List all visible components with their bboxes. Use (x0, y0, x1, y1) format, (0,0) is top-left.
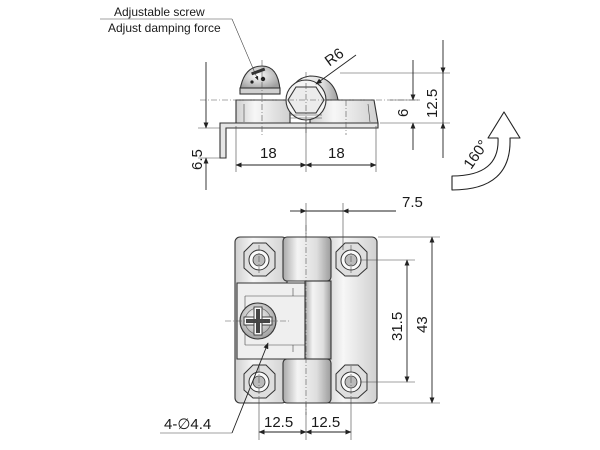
dim-width-left: 18 (260, 145, 277, 162)
dim-hole-pitch-vertical: 31.5 (389, 312, 406, 341)
dim-hole-offset-lines (290, 203, 396, 250)
hex-nut-icon (243, 364, 276, 399)
base-plate (219, 122, 379, 159)
radius-leader (315, 54, 357, 85)
side-view (200, 60, 420, 159)
label-adjustable-screw: Adjustable screw (114, 5, 205, 19)
dim-height-upper: 6 (395, 109, 412, 117)
hex-nut-icon (243, 242, 276, 277)
adjust-screw-head (239, 65, 281, 91)
hex-nut-icon (335, 364, 368, 399)
dim-radius: R6 (322, 45, 348, 70)
middle-knuckle (304, 280, 332, 360)
dim-plate-thickness: 6.5 (189, 149, 206, 170)
screw-label-leader (100, 18, 259, 81)
dim-holes: 4-∅4.4 (164, 416, 211, 433)
dim-hole-pitch-right: 12.5 (311, 414, 340, 431)
holes-leader (160, 342, 269, 434)
dim-hole-offset-top: 7.5 (402, 194, 423, 211)
dim-width-lines (235, 120, 377, 172)
curved-arrow-icon (451, 111, 521, 191)
dim-plate-thickness-lines (198, 62, 220, 190)
hex-nut-icon (335, 242, 368, 277)
dim-overall-height: 43 (414, 316, 431, 333)
dim-hole-pitch-left: 12.5 (264, 414, 293, 431)
dim-height-total-lines (340, 40, 450, 158)
dim-width-right: 18 (328, 145, 345, 162)
bottom-knuckle (282, 358, 332, 404)
label-adjust-damping-force: Adjust damping force (108, 21, 221, 35)
dim-height-total: 12.5 (424, 89, 441, 118)
front-view (225, 225, 378, 415)
top-knuckle (282, 236, 332, 282)
dim-vertical-lines (360, 236, 440, 404)
dim-bottom-lines (258, 398, 352, 440)
